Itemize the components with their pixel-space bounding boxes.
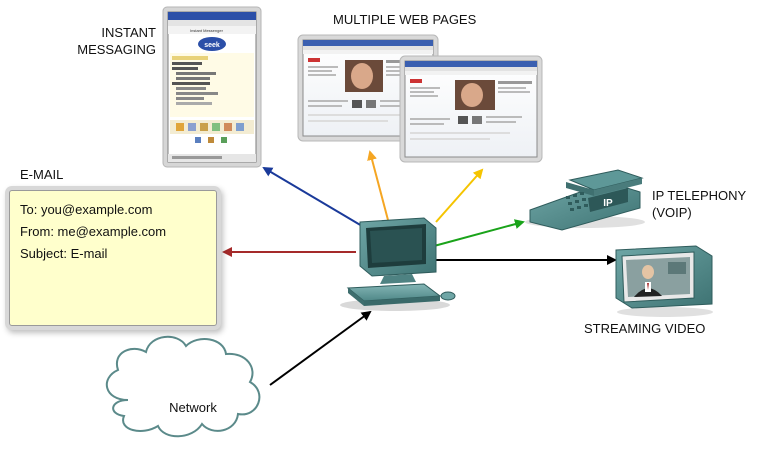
email-to: To: you@example.com	[20, 202, 153, 217]
label-streaming-video: STREAMING VIDEO	[584, 321, 706, 336]
im-brand: seek	[204, 42, 220, 49]
arrow-to-web-page-1	[367, 150, 389, 221]
label-instant-messaging-line-1: INSTANT	[101, 25, 156, 40]
arrow-from-network	[269, 310, 372, 386]
computer-icon	[340, 217, 456, 311]
email-card: To: you@example.com From: me@example.com…	[9, 190, 217, 326]
arrow-to-web-page-2	[435, 168, 484, 223]
label-email: E-MAIL	[20, 167, 64, 182]
label-instant-messaging-line-2: MESSAGING	[77, 42, 156, 57]
label-multiple-web-pages: MULTIPLE WEB PAGES	[333, 12, 477, 27]
label-ip-telephony: IP TELEPHONY (VOIP)	[652, 187, 746, 221]
label-instant-messaging: INSTANT MESSAGING	[60, 24, 156, 58]
label-network: Network	[169, 400, 217, 415]
streaming-video-tv-icon	[615, 245, 713, 317]
label-ip-telephony-line-1: IP TELEPHONY	[652, 188, 747, 203]
email-subject: Subject: E-mail	[20, 246, 108, 261]
im-title: Instant Messenger	[190, 28, 224, 33]
arrow-to-instant-messaging	[262, 166, 363, 227]
email-from: From: me@example.com	[20, 224, 167, 239]
network-cloud-icon	[105, 336, 261, 438]
instant-messaging-window: Instant Messenger seek	[162, 6, 262, 168]
arrow-to-ip-telephony	[433, 219, 525, 247]
phone-ip-badge: IP	[603, 198, 613, 209]
label-ip-telephony-line-2: (VOIP)	[652, 205, 692, 220]
ip-phone-icon: IP	[525, 169, 645, 231]
web-page-window-2	[399, 55, 543, 163]
